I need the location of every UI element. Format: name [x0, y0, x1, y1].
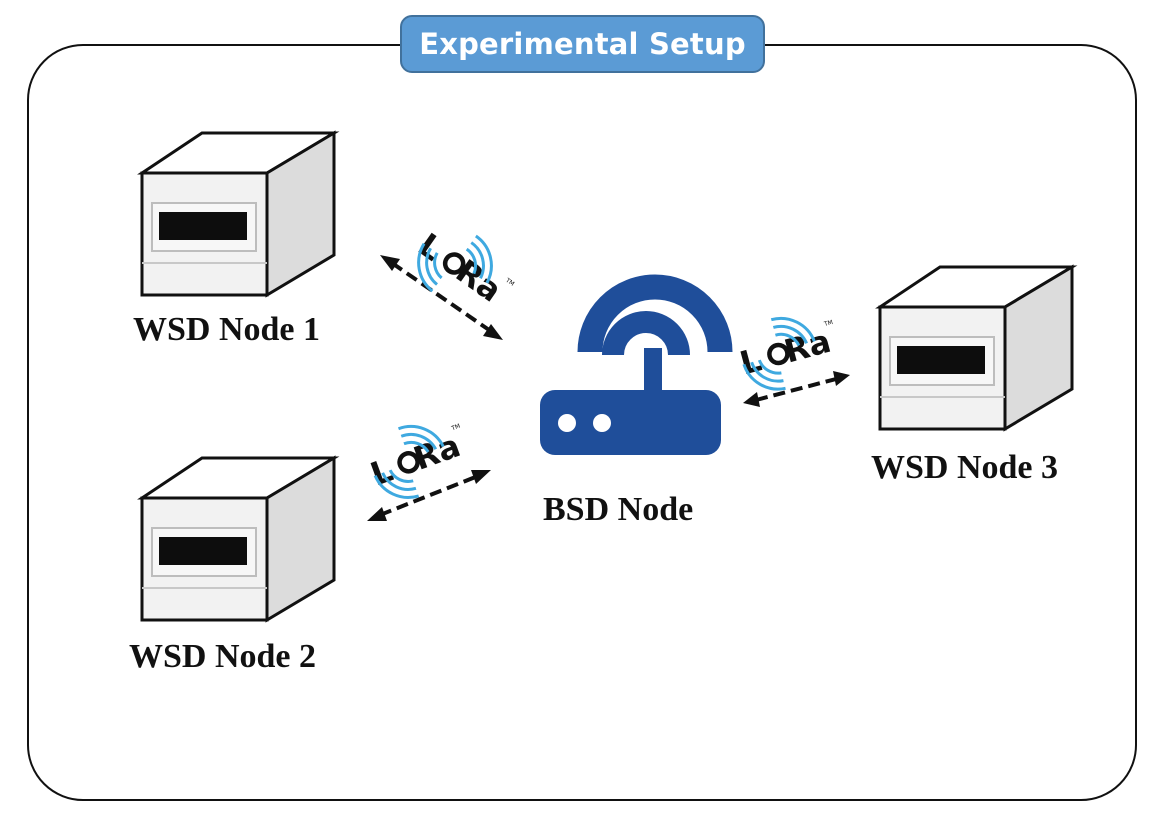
lora-logo [360, 409, 478, 509]
wsd-node-2-box-icon [140, 456, 336, 622]
arrowhead [380, 255, 400, 271]
router-icon [540, 274, 733, 455]
arrowhead [367, 507, 387, 521]
link-wsd1-bsd [390, 261, 494, 334]
bsd-node-label: BSD Node [543, 491, 694, 528]
diagram-title: Experimental Setup [400, 15, 765, 73]
arrowhead [483, 324, 503, 340]
wsd-node-1-box-icon [140, 131, 336, 297]
wsd-node-2-label: WSD Node 2 [129, 638, 317, 675]
link-bsd-wsd3 [755, 377, 837, 402]
arrowhead [743, 392, 760, 407]
wsd-node-1-label: WSD Node 1 [133, 311, 321, 348]
wsd-node-3-box-icon [878, 265, 1074, 431]
lora-logo [402, 212, 524, 327]
wsd-node-3-label: WSD Node 3 [871, 449, 1059, 486]
arrowhead [833, 371, 850, 386]
lora-logo [732, 304, 847, 397]
arrowhead [471, 470, 491, 484]
